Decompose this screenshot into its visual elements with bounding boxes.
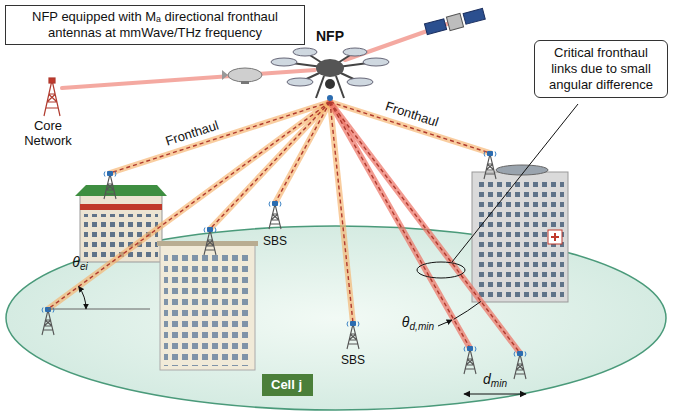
fronthaul-link <box>330 102 520 353</box>
drone <box>343 48 367 56</box>
fronthaul-link <box>48 102 520 353</box>
satellite <box>424 19 446 35</box>
small-base-station <box>42 307 54 335</box>
core-network-tower <box>49 78 55 83</box>
angle-mark <box>438 320 452 326</box>
core-network-tower <box>44 78 60 116</box>
fronthaul-link <box>48 102 520 353</box>
drone <box>287 78 313 86</box>
small-base-station <box>347 321 359 349</box>
small-base-station <box>464 346 476 374</box>
drone <box>327 95 333 101</box>
building <box>75 185 167 196</box>
building <box>157 241 258 370</box>
drone <box>293 48 317 56</box>
small-base-station <box>104 171 116 199</box>
building <box>164 250 252 366</box>
fronthaul-link <box>330 102 520 353</box>
drone <box>316 76 324 98</box>
drone <box>336 76 344 98</box>
box-text: Critical fronthaul links due to small an… <box>541 45 661 93</box>
fronthaul-link <box>330 102 520 353</box>
satellite <box>424 8 485 34</box>
callout-leader <box>417 262 465 278</box>
network-label: Core Network <box>16 118 80 148</box>
fronthaul-link <box>210 102 330 229</box>
core-network-tower <box>44 80 60 116</box>
building <box>472 172 568 302</box>
subscript: d,min <box>409 321 434 332</box>
small-base-station <box>484 151 496 179</box>
drone <box>325 79 335 89</box>
fronthaul-link <box>210 102 330 229</box>
angle-mark <box>48 287 481 327</box>
small-base-station <box>42 151 526 379</box>
drone <box>316 59 344 77</box>
station-label: SBS <box>263 234 287 249</box>
fronthaul-link <box>110 102 330 173</box>
box-text: NFP equipped with Mₐ directional frontha… <box>12 9 298 41</box>
fronthaul-link <box>330 102 470 348</box>
station-label: SBS <box>341 353 365 368</box>
distance-label: dmin <box>483 372 507 387</box>
satellite <box>463 8 485 24</box>
airship <box>228 68 262 82</box>
fronthaul-link <box>48 102 330 309</box>
building <box>551 233 559 241</box>
drone <box>284 52 376 98</box>
angle-mark <box>79 287 86 310</box>
angle-mark <box>454 301 481 319</box>
airship <box>222 68 262 84</box>
building <box>80 204 162 210</box>
platform-label: NFP <box>316 29 344 44</box>
distance-mark <box>464 393 526 394</box>
building <box>548 230 562 244</box>
fronthaul-link <box>330 102 470 348</box>
drone <box>363 58 389 66</box>
drone <box>271 48 389 101</box>
building <box>472 165 568 302</box>
backhaul-link <box>62 70 315 88</box>
callout-leader <box>417 104 578 278</box>
subscript: ei <box>80 261 88 272</box>
distance-mark <box>464 393 526 394</box>
info-box: NFP equipped with Mₐ directional frontha… <box>5 5 305 45</box>
building <box>476 180 564 298</box>
callout-box: Critical fronthaul links due to small an… <box>534 40 668 98</box>
callout-leader <box>452 104 578 262</box>
angle-mark <box>48 309 150 310</box>
subscript: min <box>491 378 507 389</box>
satellite <box>446 13 463 30</box>
cell-tag: Cell j <box>262 374 313 396</box>
box-text: Cell j <box>271 377 304 393</box>
fronthaul-link <box>48 102 330 309</box>
small-base-station <box>204 227 216 255</box>
airship <box>241 81 249 84</box>
fronthaul-link <box>48 102 490 323</box>
airship <box>222 70 228 80</box>
angle-label: θei <box>72 255 87 270</box>
small-base-station <box>269 201 281 229</box>
fronthaul-link <box>275 102 330 203</box>
building <box>160 245 255 370</box>
angle-label: θd,min <box>402 315 434 330</box>
drone <box>347 78 373 86</box>
small-base-station <box>514 351 526 379</box>
building <box>75 185 167 262</box>
drone <box>271 58 297 66</box>
